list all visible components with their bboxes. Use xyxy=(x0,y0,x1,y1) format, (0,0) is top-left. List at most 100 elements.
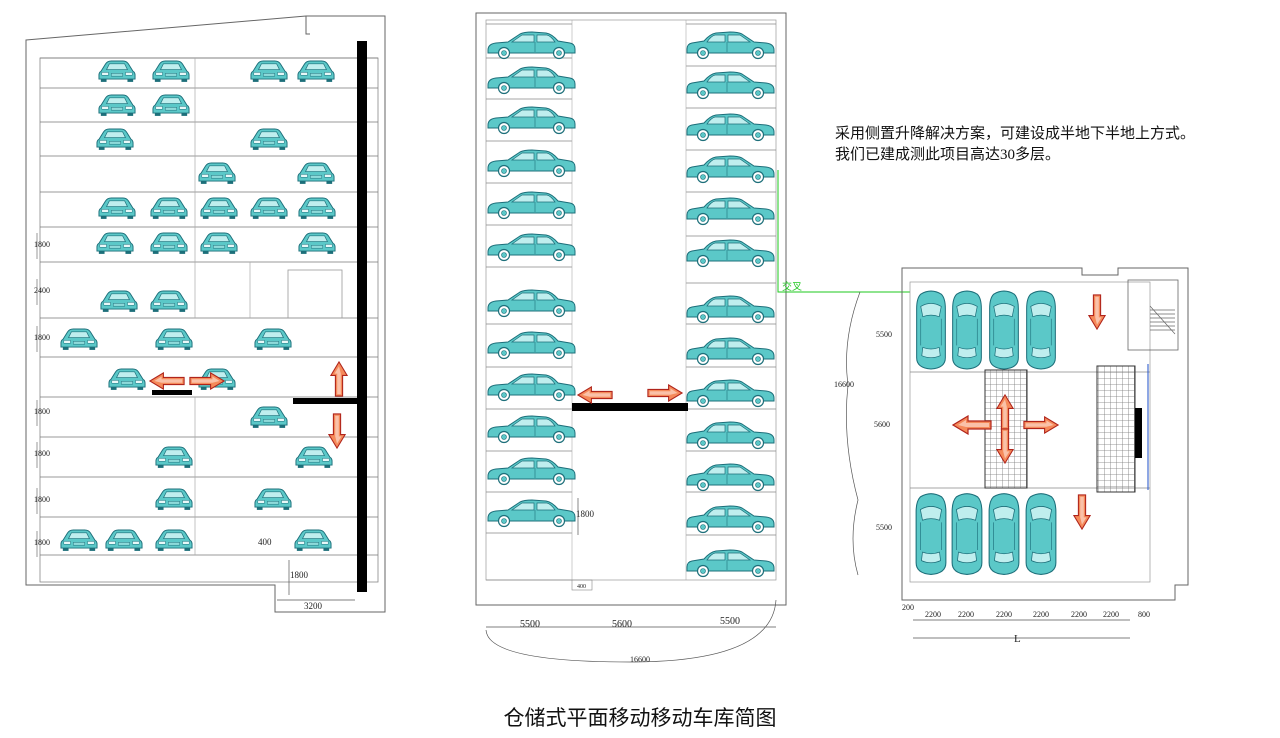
car xyxy=(254,488,292,511)
car xyxy=(108,368,146,391)
car xyxy=(155,529,193,552)
car xyxy=(60,529,98,552)
car xyxy=(916,290,946,370)
note-line-2: 我们已建成测此项目高达30多层。 xyxy=(835,147,1061,163)
dimension-label: 2200 xyxy=(958,610,974,619)
car xyxy=(295,446,333,469)
green-label: 交叉 xyxy=(782,280,802,293)
car xyxy=(297,60,335,83)
dimension-label: 1800 xyxy=(34,495,50,504)
car xyxy=(98,94,136,117)
car xyxy=(487,331,576,360)
dimension-label: 2400 xyxy=(34,286,50,295)
car xyxy=(1025,493,1057,575)
car xyxy=(487,66,576,95)
dimension-label: 1800 xyxy=(34,538,50,547)
car xyxy=(96,128,134,151)
car xyxy=(487,415,576,444)
car xyxy=(200,197,238,220)
car xyxy=(250,406,288,429)
right-height-dim-2: 5600 xyxy=(874,420,890,429)
right-height-dim-3: 5500 xyxy=(876,523,892,532)
car xyxy=(686,113,775,142)
car xyxy=(686,71,775,100)
car xyxy=(254,328,292,351)
right-length-dim: L xyxy=(1014,633,1021,645)
car xyxy=(686,31,775,60)
car xyxy=(686,295,775,324)
car xyxy=(915,493,947,575)
car xyxy=(105,529,143,552)
car xyxy=(487,233,576,262)
left-lift-platform xyxy=(293,398,363,404)
staircase xyxy=(1149,305,1176,335)
car xyxy=(686,463,775,492)
middle-width-dim-2: 5600 xyxy=(612,619,632,630)
right-arrow-down-top xyxy=(1088,294,1106,330)
dimension-label: 200 xyxy=(902,603,914,612)
car xyxy=(1026,290,1056,370)
car xyxy=(150,232,188,255)
car xyxy=(952,290,982,370)
car xyxy=(152,94,190,117)
car xyxy=(298,197,336,220)
door-opening xyxy=(287,269,343,319)
car xyxy=(250,197,288,220)
dimension-label: 2200 xyxy=(996,610,1012,619)
car xyxy=(686,549,775,578)
car xyxy=(150,290,188,313)
right-lift xyxy=(1135,408,1142,458)
left-transfer-bar xyxy=(152,390,192,395)
diagram-caption: 仓储式平面移动移动车库简图 xyxy=(503,706,777,730)
left-width-dim: 3200 xyxy=(304,601,323,611)
car xyxy=(155,488,193,511)
left-floor-lines xyxy=(40,57,378,556)
car xyxy=(96,232,134,255)
description-note: 采用侧置升降解决方案，可建设成半地下半地上方式。 我们已建成测此项目高达30多层… xyxy=(835,124,1195,166)
car xyxy=(60,328,98,351)
left-lift-shaft xyxy=(357,41,367,592)
dimension-label: 2200 xyxy=(1033,610,1049,619)
car xyxy=(487,149,576,178)
dimension-label: 1800 xyxy=(34,407,50,416)
middle-arrow-left xyxy=(577,386,613,404)
dimension-label: 1800 xyxy=(34,240,50,249)
car xyxy=(200,232,238,255)
car xyxy=(298,232,336,255)
dimension-label: 2200 xyxy=(1071,610,1087,619)
car xyxy=(487,457,576,486)
car xyxy=(686,505,775,534)
car xyxy=(250,60,288,83)
middle-arrow-right xyxy=(647,384,683,402)
car xyxy=(487,106,576,135)
car xyxy=(487,289,576,318)
car xyxy=(988,493,1020,575)
car xyxy=(152,60,190,83)
middle-total-dim: 16600 xyxy=(630,655,650,664)
middle-transfer-platform xyxy=(572,403,688,411)
car xyxy=(686,337,775,366)
car xyxy=(487,31,576,60)
note-line-1: 采用侧置升降解决方案，可建设成半地下半地上方式。 xyxy=(835,126,1196,142)
left-small-dim: 400 xyxy=(258,537,272,547)
car xyxy=(294,529,332,552)
right-arrow-right xyxy=(1023,416,1059,434)
car xyxy=(686,197,775,226)
car xyxy=(198,162,236,185)
middle-plan: 1800 400 5500 5600 5500 16600 xyxy=(475,12,787,664)
grid-platform-right xyxy=(1096,365,1136,493)
middle-width-dim-1: 5500 xyxy=(520,619,540,630)
car xyxy=(686,421,775,450)
car xyxy=(150,197,188,220)
middle-bottom-small-dim: 400 xyxy=(577,584,586,590)
car xyxy=(686,155,775,184)
car xyxy=(951,493,983,575)
car xyxy=(686,379,775,408)
left-arrow-down xyxy=(328,413,346,449)
green-connector xyxy=(777,170,910,293)
dimension-label: 1800 xyxy=(34,449,50,458)
car xyxy=(250,128,288,151)
